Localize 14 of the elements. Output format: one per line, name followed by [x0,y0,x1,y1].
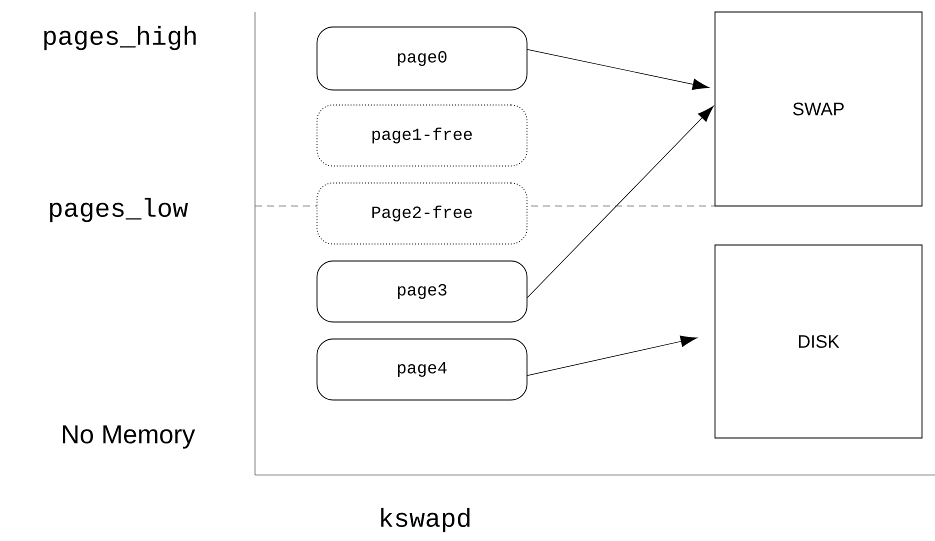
level-label: No Memory [62,425,196,449]
storage-box: DISK [714,244,922,438]
page-box: page3 [316,260,528,322]
level-label: pages_high [44,26,196,50]
level-label: pages_low [50,198,188,222]
page-box: page4 [316,338,528,400]
storage-box: SWAP [714,12,922,206]
page-box: page0 [316,26,528,90]
page-box: Page2-free [316,182,528,244]
arrow [527,49,710,90]
level-label: kswapd [381,508,470,532]
page-box: page1-free [316,104,528,166]
arrow [527,336,698,376]
arrow [527,106,714,298]
